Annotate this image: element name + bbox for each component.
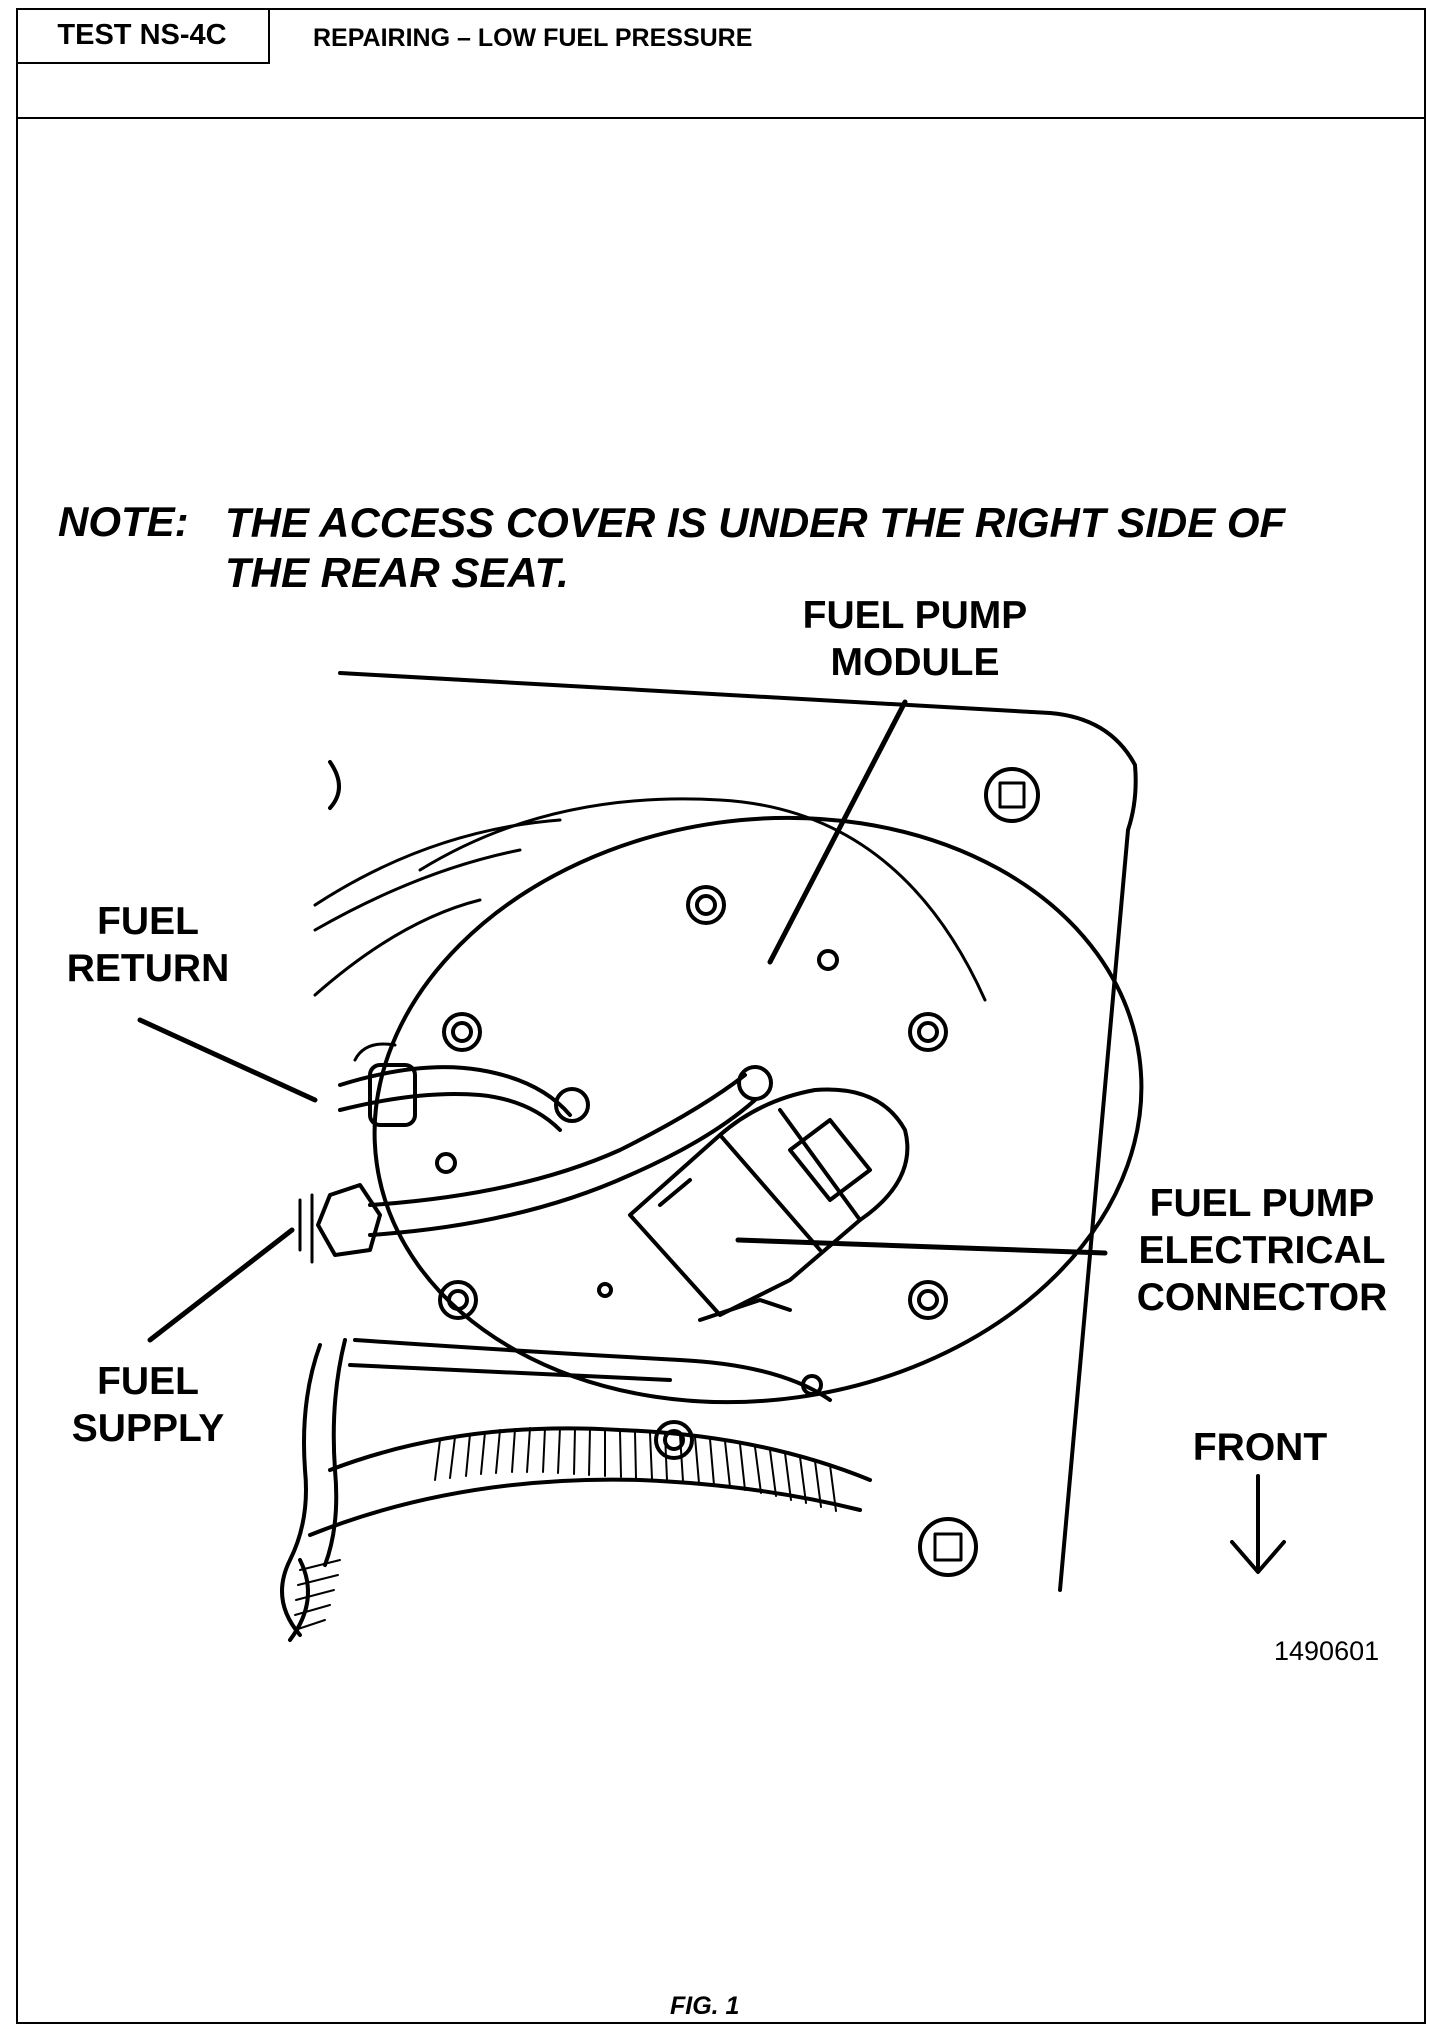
note-text: THE ACCESS COVER IS UNDER THE RIGHT SIDE… bbox=[225, 499, 1286, 596]
test-id: TEST NS-4C bbox=[57, 18, 227, 51]
harness-corrugation bbox=[294, 1427, 837, 1631]
leader-fuel-return bbox=[137, 1017, 318, 1103]
module-bolts bbox=[435, 885, 948, 1460]
front-arrow-icon bbox=[1230, 1474, 1286, 1574]
leader-fuel-pump-module bbox=[767, 699, 908, 965]
fuel-return-tube bbox=[338, 1065, 572, 1117]
callout-front: FRONT bbox=[1192, 1426, 1328, 1469]
module-flange bbox=[372, 815, 1144, 1405]
cover-fastener-top bbox=[984, 767, 1040, 823]
callout-fuel-return: FUEL RETURN bbox=[66, 900, 230, 990]
header-divider bbox=[16, 117, 1426, 119]
callout-fuel-pump-electrical-connector: FUEL PUMP ELECTRICAL CONNECTOR bbox=[1136, 1182, 1388, 1319]
bracket-arc bbox=[328, 760, 341, 810]
leader-electrical-connector bbox=[735, 1237, 1108, 1256]
figure-caption: FIG. 1 bbox=[670, 1992, 740, 2020]
cover-fastener-bottom bbox=[918, 1517, 978, 1577]
callout-fuel-supply: FUEL SUPPLY bbox=[71, 1360, 225, 1450]
leader-fuel-supply bbox=[147, 1227, 295, 1343]
test-title: REPAIRING – LOW FUEL PRESSURE bbox=[313, 24, 753, 52]
note-label: NOTE: bbox=[58, 498, 189, 545]
callout-fuel-pump-module: FUEL PUMP MODULE bbox=[802, 594, 1028, 684]
wiring-harness bbox=[280, 1338, 872, 1642]
test-id-box: TEST NS-4C bbox=[16, 8, 270, 64]
fuel-supply-tube bbox=[368, 1073, 747, 1207]
figure-number: 1490601 bbox=[1274, 1636, 1380, 1666]
electrical-connector-drawing bbox=[628, 1087, 910, 1322]
page-frame bbox=[16, 8, 1426, 2024]
access-opening-outline bbox=[338, 671, 1138, 1592]
